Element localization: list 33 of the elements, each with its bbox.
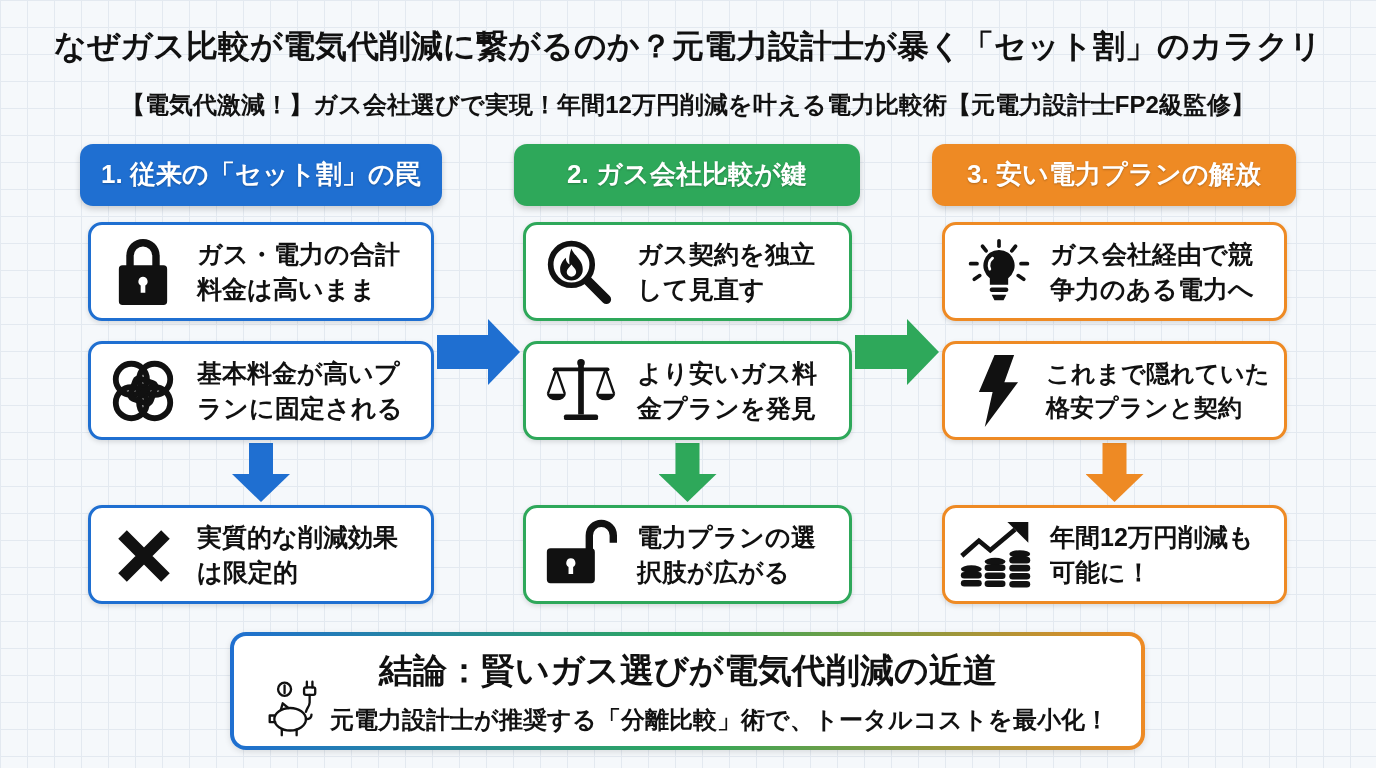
- step-card: [942, 341, 1287, 440]
- section-header: [932, 144, 1296, 206]
- step-text: 電力プランの選択肢が広がる: [637, 521, 817, 588]
- title: なぜガス比較が電気代削減に繋がるのか？元電力設計士が暴く「セット割」のカラクリ: [54, 27, 1322, 66]
- step-card: [523, 222, 852, 321]
- arrow: [658, 443, 717, 502]
- conclusion-heading: 結論：賢いガス選びが電気代削減の近道: [378, 650, 997, 691]
- step-text: 実質的な削減効果は限定的: [197, 521, 399, 588]
- step-card: [88, 505, 434, 604]
- step-text: 基本料金が高いプランに固定される: [197, 357, 404, 424]
- step-card: [942, 505, 1287, 604]
- arrow: [437, 319, 520, 385]
- step-text: 年間12万円削減も可能に！: [1050, 521, 1255, 588]
- section-header: [80, 144, 442, 206]
- arrow: [1085, 443, 1144, 502]
- step-text: ガス・電力の合計料金は高いまま: [197, 238, 401, 305]
- step-card: [523, 341, 852, 440]
- step-card: [523, 505, 852, 604]
- section-title: 3. 安い電力プランの解放: [967, 159, 1261, 191]
- step-text: これまで隠れていた格安プランと契約: [1046, 358, 1271, 423]
- section-header: [514, 144, 860, 206]
- subtitle: 【電気代激減！】ガス会社選びで実現！年間12万円削減を叶える電力比較術【元電力設計士FP2級監修】: [121, 91, 1255, 120]
- section-title: 2. ガス会社比較が鍵: [567, 159, 807, 191]
- arrow: [855, 319, 939, 385]
- step-card: [88, 341, 434, 440]
- step-text: ガス会社経由で競争力のある電力へ: [1050, 238, 1255, 305]
- step-card: [942, 222, 1287, 321]
- section-title: 1. 従来の「セット割」の罠: [101, 159, 421, 191]
- step-text: ガス契約を独立して見直す: [637, 238, 816, 305]
- arrow: [232, 443, 290, 502]
- step-card: [88, 222, 434, 321]
- step-text: より安いガス料金プランを発見: [637, 357, 818, 424]
- conclusion-text: 元電力設計士が推奨する「分離比較」術で、トータルコストを最小化！: [330, 706, 1109, 735]
